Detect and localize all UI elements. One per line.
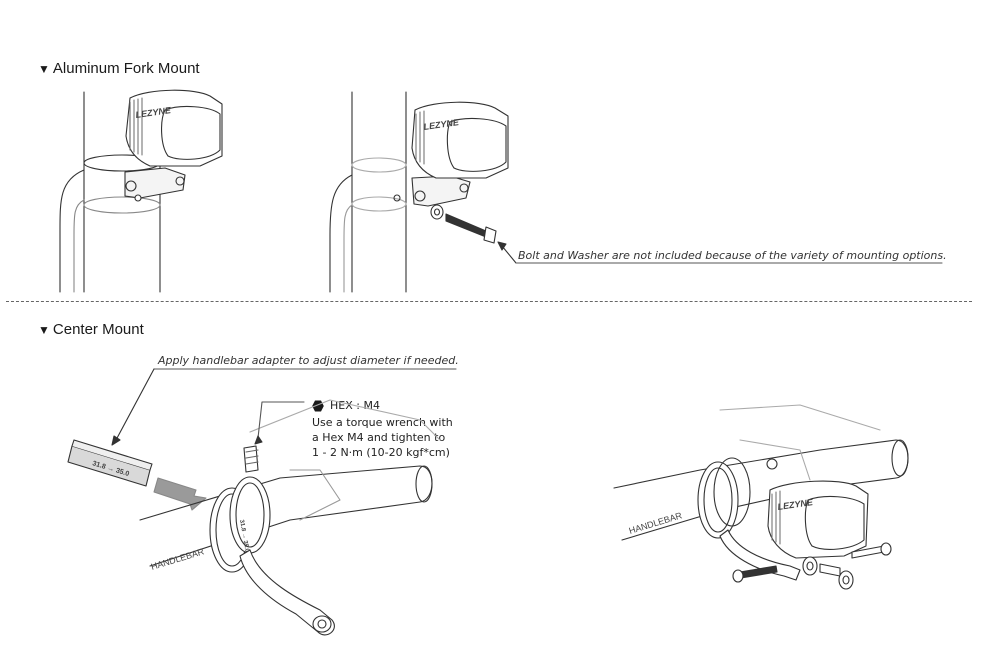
adapter-note: Apply handlebar adapter to adjust diamet… <box>158 354 459 367</box>
center-mount-illustration-exploded: 31.8 → 35.0 HANDLEBAR 31.8 → 35.0 <box>67 368 457 636</box>
fork-mount-title: Aluminum Fork Mount <box>52 60 200 77</box>
triangle-marker-icon: ▼ <box>38 323 50 337</box>
center-mount-title: Center Mount <box>52 321 144 338</box>
section-heading-fork-mount: ▼Aluminum Fork Mount <box>38 60 200 77</box>
hex-instruction-line: 1 - 2 N·m (10-20 kgf*cm) <box>312 446 450 459</box>
bolt-washer-note: Bolt and Washer are not included because… <box>518 249 947 262</box>
section-divider <box>6 301 972 302</box>
fork-mount-illustration-assembled: LEZYNE <box>59 89 223 293</box>
adapter-ring-label: 31.8 → 35.0 <box>238 519 250 553</box>
triangle-marker-icon: ▼ <box>38 62 50 76</box>
center-mount-illustration-assembled: HANDLEBAR LEZYNE <box>613 404 909 590</box>
handlebar-label: HANDLEBAR <box>628 510 684 536</box>
handlebar-label: HANDLEBAR <box>150 546 206 572</box>
fork-mount-illustration-exploded: LEZYNE <box>329 91 943 293</box>
hex-instruction-line: a Hex M4 and tighten to <box>312 431 446 444</box>
hexagon-icon <box>312 400 324 411</box>
section-heading-center-mount: ▼Center Mount <box>38 321 144 338</box>
